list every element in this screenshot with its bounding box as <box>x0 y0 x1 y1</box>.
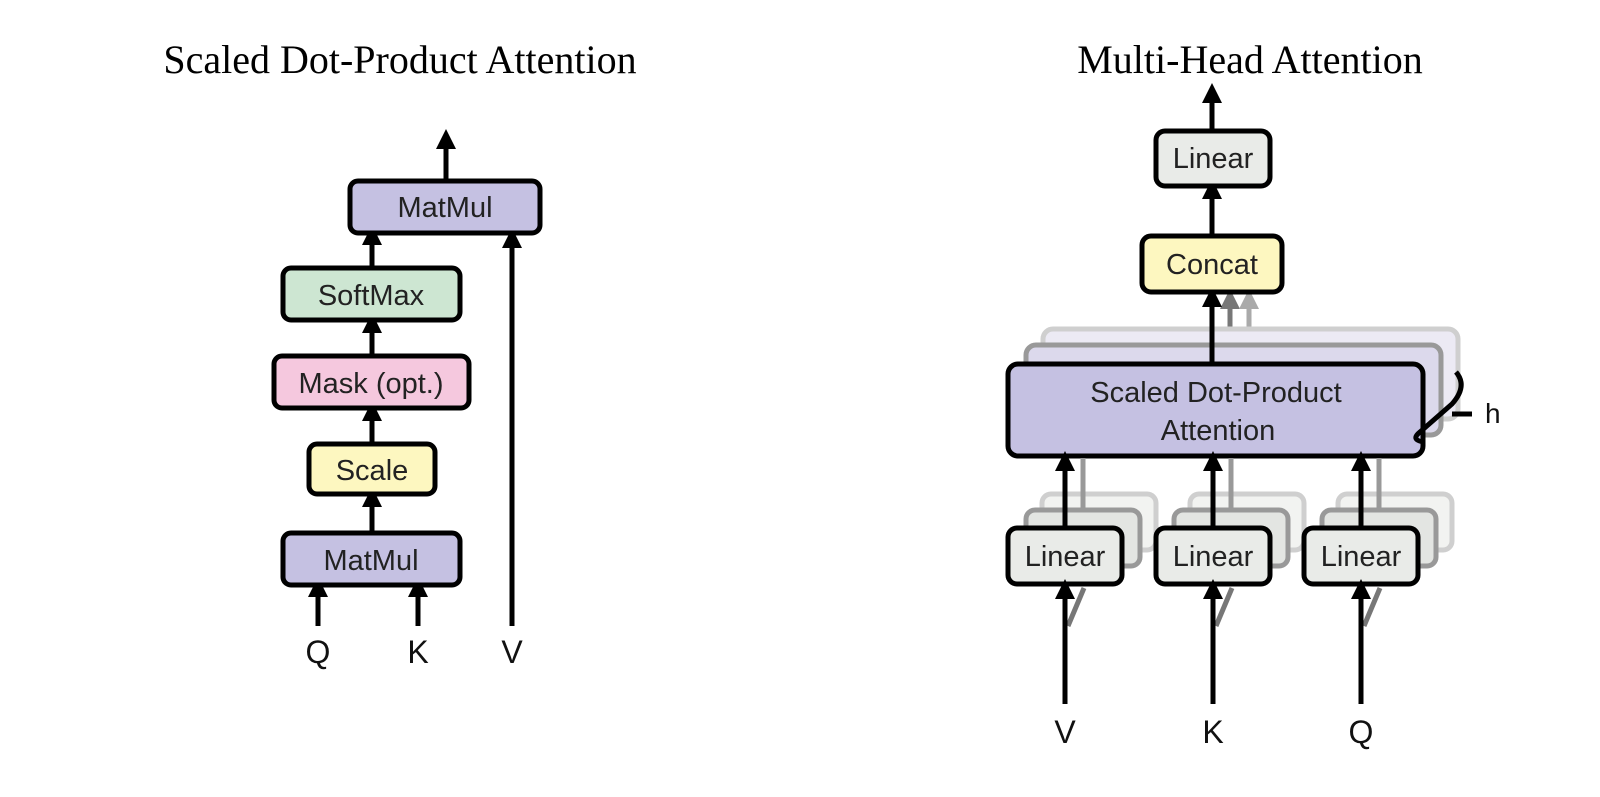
scale-label: Scale <box>336 455 409 487</box>
softmax-box: SoftMax <box>280 265 463 323</box>
heads-bracket <box>1413 370 1464 445</box>
linear-top-label: Linear <box>1173 143 1254 175</box>
attention-label-line1: Scaled Dot-Product <box>1090 377 1341 409</box>
heads-label: h <box>1485 398 1501 429</box>
left-input-k: K <box>407 634 428 670</box>
scaled-dot-product-panel: Scaled Dot-Product Attention MatMul Soft… <box>163 37 636 670</box>
matmul-bottom-box: MatMul <box>280 530 463 588</box>
left-input-v: V <box>501 634 523 670</box>
matmul-top-label: MatMul <box>397 192 492 224</box>
mask-label: Mask (opt.) <box>298 368 443 400</box>
matmul-bottom-label: MatMul <box>323 545 418 577</box>
right-input-k: K <box>1202 714 1223 750</box>
ghost-input-q <box>1361 587 1383 627</box>
concat-box: Concat <box>1139 233 1285 295</box>
scale-box: Scale <box>306 441 438 497</box>
attention-label-line2: Attention <box>1161 415 1275 447</box>
ghost-input-v <box>1065 587 1087 627</box>
linear-k-label: Linear <box>1173 541 1254 573</box>
right-input-q: Q <box>1349 714 1374 750</box>
linear-top-box: Linear <box>1153 128 1273 189</box>
concat-label: Concat <box>1166 249 1258 281</box>
attention-box: Scaled Dot-Product Attention <box>1005 361 1426 459</box>
left-title: Scaled Dot-Product Attention <box>163 37 636 82</box>
mask-box: Mask (opt.) <box>271 353 472 411</box>
linear-q-label: Linear <box>1321 541 1402 573</box>
left-input-q: Q <box>306 634 331 670</box>
linear-k-box: Linear <box>1153 525 1273 587</box>
matmul-top-box: MatMul <box>347 178 543 236</box>
ghost-input-k <box>1213 587 1235 627</box>
multi-head-panel: Multi-Head Attention Concat Linear Scale… <box>1005 37 1501 750</box>
right-input-v: V <box>1054 714 1076 750</box>
linear-v-label: Linear <box>1025 541 1106 573</box>
linear-v-box: Linear <box>1005 525 1125 587</box>
linear-q-box: Linear <box>1301 525 1421 587</box>
softmax-label: SoftMax <box>318 280 425 312</box>
right-title: Multi-Head Attention <box>1077 37 1423 82</box>
